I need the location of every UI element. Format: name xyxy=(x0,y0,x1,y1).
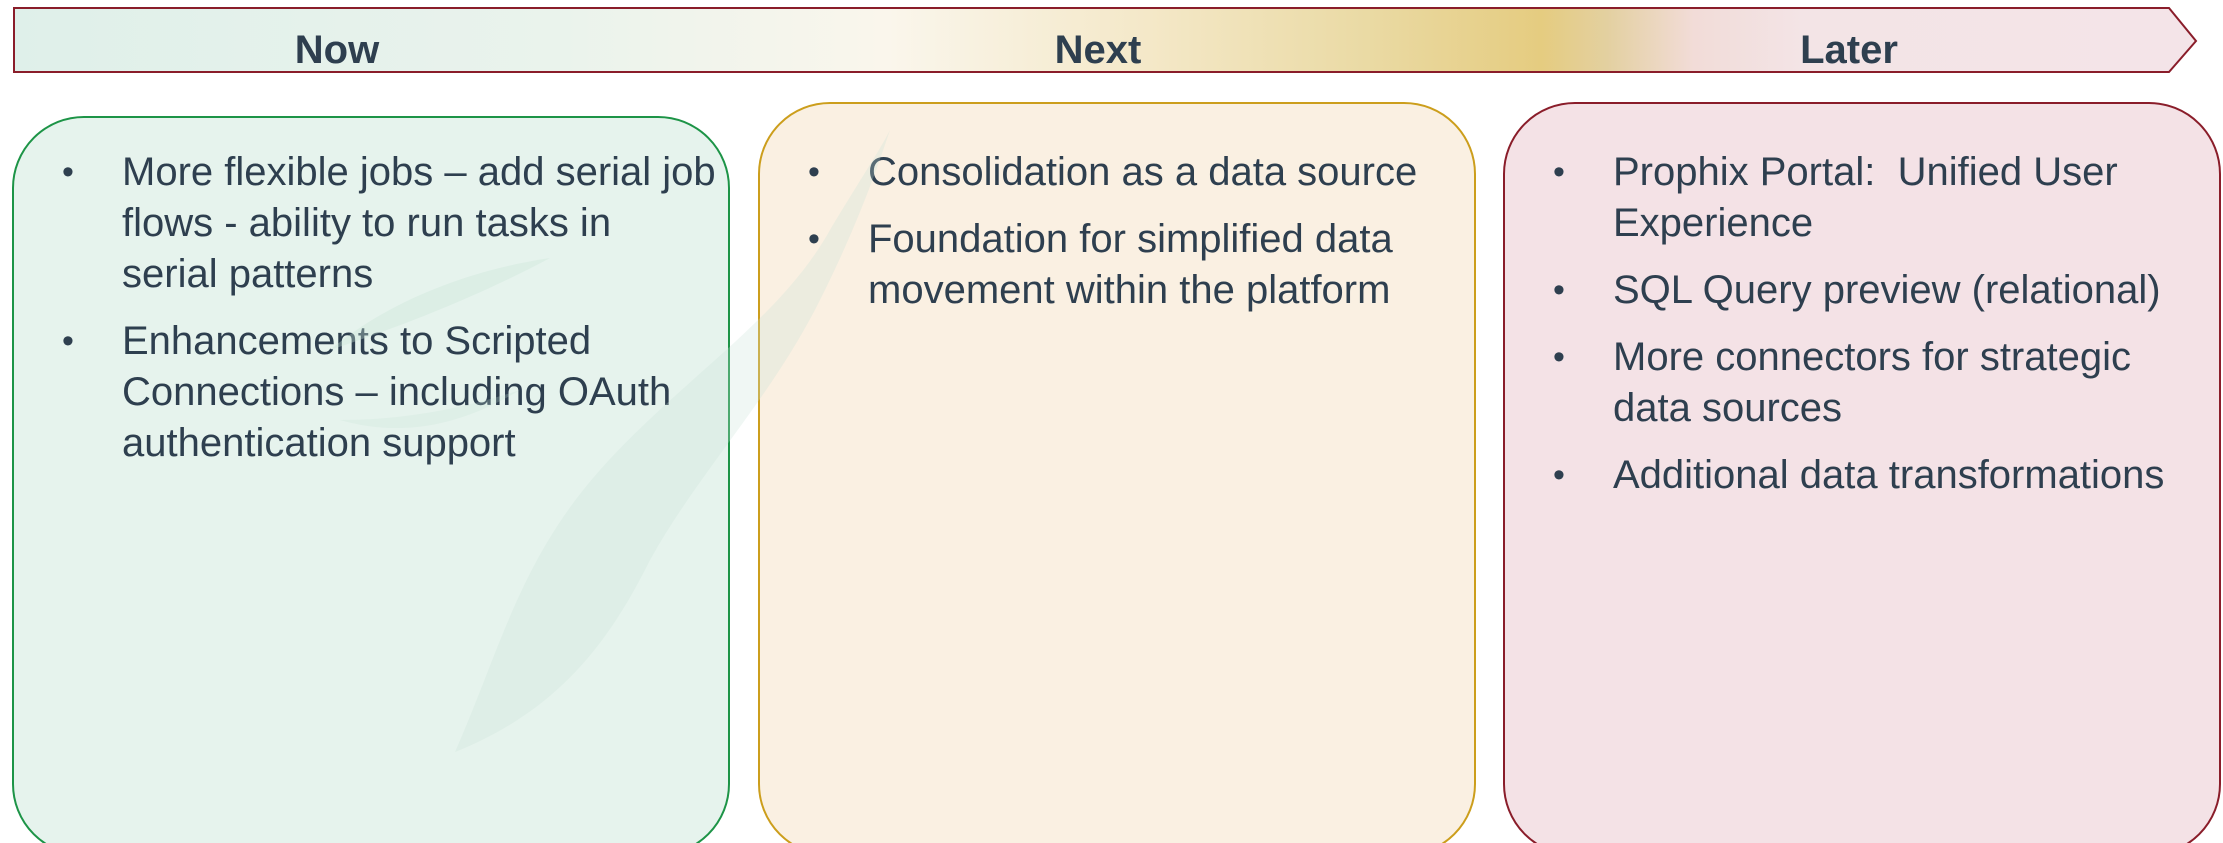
bullet-icon: • xyxy=(1553,338,1565,376)
bullet-text: More flexible jobs – add serial job flow… xyxy=(122,150,727,296)
bullet-icon: • xyxy=(1553,153,1565,191)
phase-label-now: Now xyxy=(294,28,380,72)
now-bullet-list: • More flexible jobs – add serial job fl… xyxy=(62,147,716,485)
bullet-icon: • xyxy=(1553,456,1565,494)
list-item: • More flexible jobs – add serial job fl… xyxy=(62,147,716,300)
bullet-text: Additional data transformations xyxy=(1613,453,2165,497)
bullet-icon: • xyxy=(808,153,820,191)
later-bullet-list: • Prophix Portal: Unified User Experienc… xyxy=(1553,147,2207,517)
list-item: • Prophix Portal: Unified User Experienc… xyxy=(1553,147,2207,249)
list-item: • Foundation for simplified data movemen… xyxy=(808,214,1462,316)
list-item: • More connectors for strategic data sou… xyxy=(1553,332,2207,434)
list-item: • SQL Query preview (relational) xyxy=(1553,265,2207,316)
next-column-panel: • Consolidation as a data source • Found… xyxy=(758,102,1476,843)
bullet-text: Foundation for simplified data movement … xyxy=(868,217,1404,312)
list-item: • Enhancements to Scripted Connections –… xyxy=(62,316,716,469)
bullet-icon: • xyxy=(62,322,74,360)
list-item: • Additional data transformations xyxy=(1553,450,2207,501)
bullet-icon: • xyxy=(1553,271,1565,309)
bullet-text: Consolidation as a data source xyxy=(868,150,1418,194)
bullet-icon: • xyxy=(808,220,820,258)
later-column-panel: • Prophix Portal: Unified User Experienc… xyxy=(1503,102,2221,843)
timeline-arrow-shape xyxy=(13,7,2198,73)
bullet-text: More connectors for strategic data sourc… xyxy=(1613,335,2143,430)
timeline-arrow xyxy=(13,7,2198,73)
next-bullet-list: • Consolidation as a data source • Found… xyxy=(808,147,1462,332)
bullet-text: Prophix Portal: Unified User Experience xyxy=(1613,150,2129,245)
bullet-text: SQL Query preview (relational) xyxy=(1613,268,2161,312)
phase-label-next: Next xyxy=(1054,28,1142,72)
phase-label-later: Later xyxy=(1800,28,1898,72)
now-column-panel: • More flexible jobs – add serial job fl… xyxy=(12,116,730,843)
list-item: • Consolidation as a data source xyxy=(808,147,1462,198)
bullet-text: Enhancements to Scripted Connections – i… xyxy=(122,319,683,465)
bullet-icon: • xyxy=(62,153,74,191)
